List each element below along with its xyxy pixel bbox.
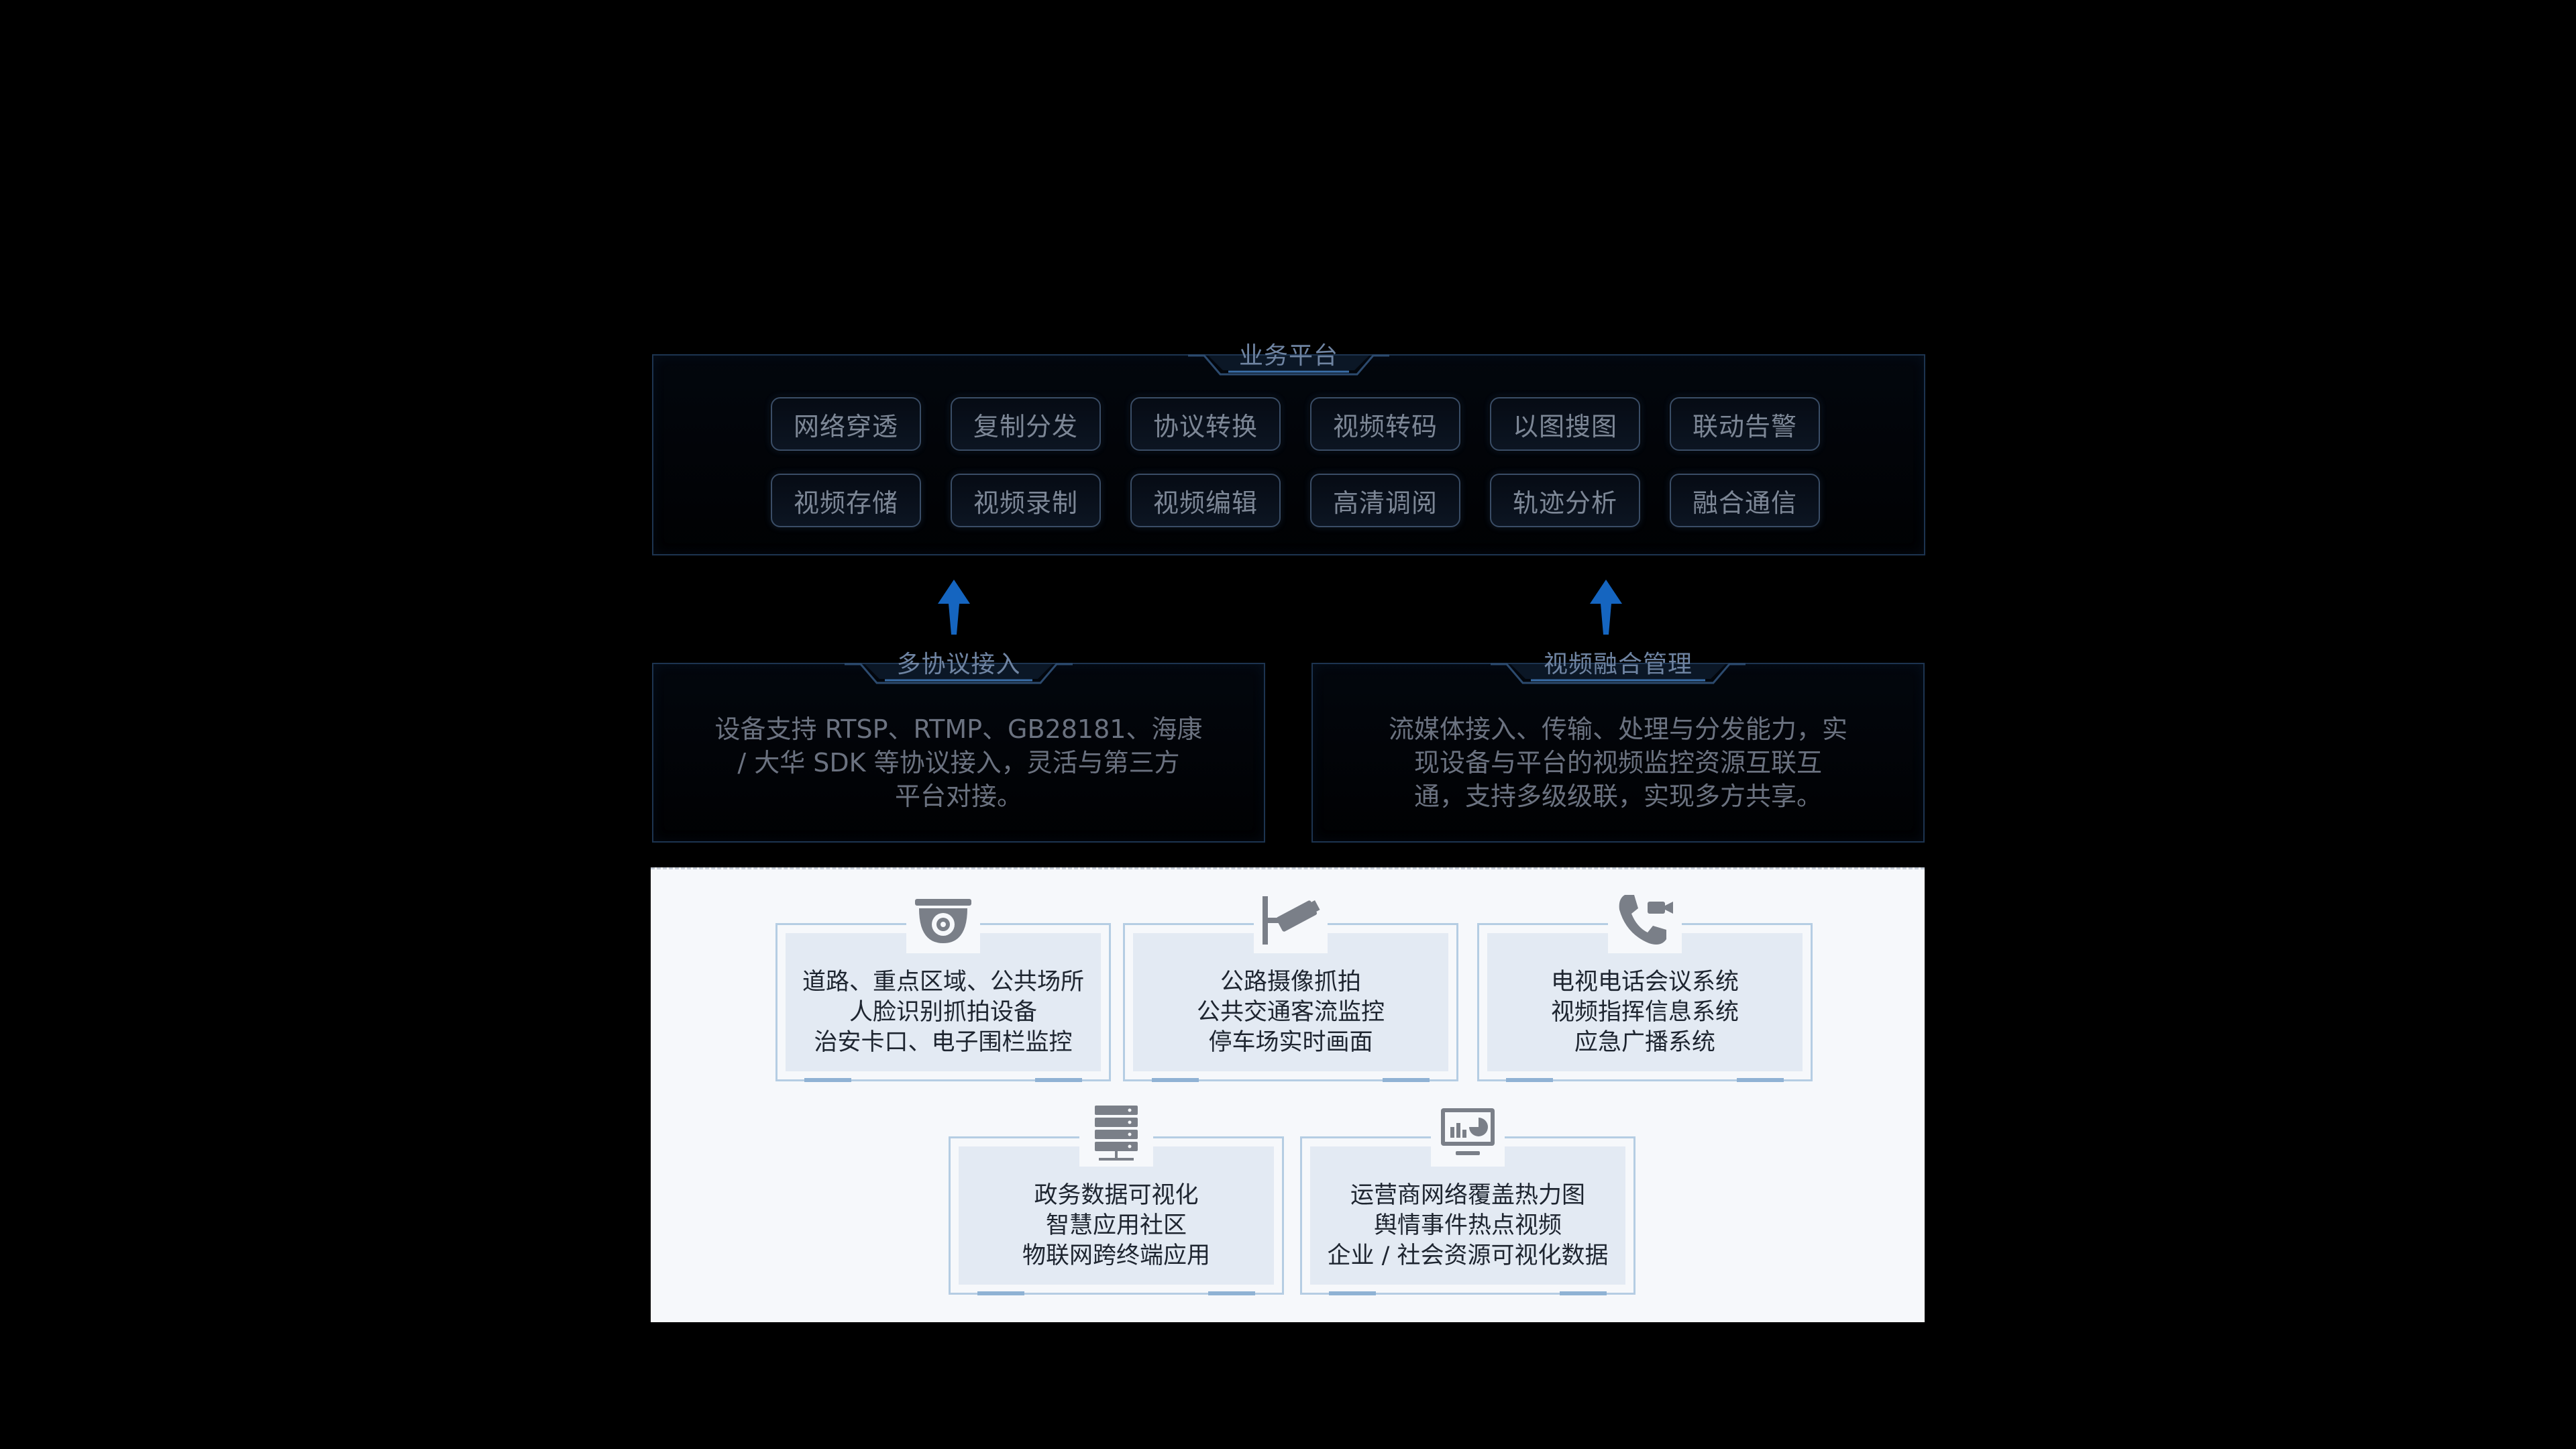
function-button[interactable]: 视频转码 <box>1310 397 1460 451</box>
cctv-camera-icon <box>1254 886 1328 953</box>
multi-protocol-title: 多协议接入 <box>896 651 1021 678</box>
card-line: 道路、重点区域、公共场所 <box>802 968 1084 996</box>
card-content: 道路、重点区域、公共场所 人脸识别抓拍设备 治安卡口、电子围栏监控 <box>786 933 1101 1071</box>
card-line: 公路摄像抓拍 <box>1220 968 1361 996</box>
video-fusion-description: 流媒体接入、传输、处理与分发能力，实 现设备与平台的视频监控资源互联互 通，支持… <box>1373 712 1863 813</box>
video-phone-icon <box>1608 886 1682 953</box>
function-button[interactable]: 视频存储 <box>771 474 921 527</box>
function-grid: 网络穿透 复制分发 协议转换 视频转码 以图搜图 联动告警 视频存储 视频录制 … <box>771 397 1820 527</box>
card-line: 治安卡口、电子围栏监控 <box>814 1028 1073 1056</box>
card-line: 企业 / 社会资源可视化数据 <box>1327 1242 1609 1269</box>
card-line: 政务数据可视化 <box>1034 1181 1199 1209</box>
dome-camera-icon <box>906 886 980 953</box>
description-line: 通，支持多级级联，实现多方共享。 <box>1413 782 1822 811</box>
card-line: 停车场实时画面 <box>1208 1028 1373 1056</box>
multi-protocol-tab: 多协议接入 <box>845 644 1073 686</box>
description-line: 现设备与平台的视频监控资源互联互 <box>1413 748 1822 777</box>
source-card-conference: 电视电话会议系统 视频指挥信息系统 应急广播系统 <box>1477 886 1813 1082</box>
source-card-surveillance: 道路、重点区域、公共场所 人脸识别抓拍设备 治安卡口、电子围栏监控 <box>775 886 1111 1082</box>
card-line: 智慧应用社区 <box>1045 1212 1187 1239</box>
source-card-traffic: 公路摄像抓拍 公共交通客流监控 停车场实时画面 <box>1123 886 1458 1082</box>
source-card-government: 政务数据可视化 智慧应用社区 物联网跨终端应用 <box>949 1099 1284 1295</box>
business-platform-panel: 业务平台 网络穿透 复制分发 协议转换 视频转码 以图搜图 联动告警 视频存储 … <box>652 342 1925 555</box>
video-fusion-tab: 视频融合管理 <box>1491 644 1746 686</box>
card-line: 电视电话会议系统 <box>1550 968 1739 996</box>
up-arrow-icon <box>1590 580 1622 635</box>
function-button[interactable]: 视频录制 <box>951 474 1101 527</box>
monitor-chart-icon <box>1431 1099 1505 1167</box>
card-line: 视频指挥信息系统 <box>1550 998 1739 1026</box>
description-line: 流媒体接入、传输、处理与分发能力，实 <box>1388 714 1847 744</box>
server-icon <box>1079 1099 1153 1167</box>
card-line: 人脸识别抓拍设备 <box>849 998 1037 1026</box>
function-button[interactable]: 以图搜图 <box>1490 397 1640 451</box>
business-platform-tab: 业务平台 <box>1188 335 1389 377</box>
video-fusion-panel: 视频融合管理 流媒体接入、传输、处理与分发能力，实 现设备与平台的视频监控资源互… <box>1311 651 1925 843</box>
source-card-operator: 运营商网络覆盖热力图 舆情事件热点视频 企业 / 社会资源可视化数据 <box>1300 1099 1635 1295</box>
up-arrow-icon <box>938 580 970 635</box>
function-button[interactable]: 网络穿透 <box>771 397 921 451</box>
card-content: 运营商网络覆盖热力图 舆情事件热点视频 企业 / 社会资源可视化数据 <box>1310 1146 1625 1285</box>
card-line: 运营商网络覆盖热力图 <box>1350 1181 1585 1209</box>
description-line: 平台对接。 <box>894 782 1022 811</box>
card-content: 公路摄像抓拍 公共交通客流监控 停车场实时画面 <box>1133 933 1448 1071</box>
function-button[interactable]: 协议转换 <box>1130 397 1281 451</box>
card-line: 应急广播系统 <box>1574 1028 1715 1056</box>
card-content: 政务数据可视化 智慧应用社区 物联网跨终端应用 <box>959 1146 1274 1285</box>
function-button[interactable]: 视频编辑 <box>1130 474 1281 527</box>
description-line: / 大华 SDK 等协议接入，灵活与第三方 <box>737 748 1180 777</box>
card-line: 舆情事件热点视频 <box>1373 1212 1562 1239</box>
function-button[interactable]: 轨迹分析 <box>1490 474 1640 527</box>
data-source-area: 道路、重点区域、公共场所 人脸识别抓拍设备 治安卡口、电子围栏监控 公路摄像抓拍 <box>651 867 1925 1322</box>
function-button[interactable]: 复制分发 <box>951 397 1101 451</box>
card-content: 电视电话会议系统 视频指挥信息系统 应急广播系统 <box>1487 933 1803 1071</box>
function-button[interactable]: 联动告警 <box>1670 397 1820 451</box>
function-button[interactable]: 融合通信 <box>1670 474 1820 527</box>
function-button[interactable]: 高清调阅 <box>1310 474 1460 527</box>
card-line: 公共交通客流监控 <box>1196 998 1385 1026</box>
multi-protocol-panel: 多协议接入 设备支持 RTSP、RTMP、GB28181、海康 / 大华 SDK… <box>652 651 1265 843</box>
description-line: 设备支持 RTSP、RTMP、GB28181、海康 <box>714 714 1203 744</box>
multi-protocol-description: 设备支持 RTSP、RTMP、GB28181、海康 / 大华 SDK 等协议接入… <box>714 712 1203 813</box>
card-line: 物联网跨终端应用 <box>1022 1242 1210 1269</box>
video-fusion-title: 视频融合管理 <box>1543 651 1693 678</box>
business-platform-title: 业务平台 <box>1238 342 1338 370</box>
